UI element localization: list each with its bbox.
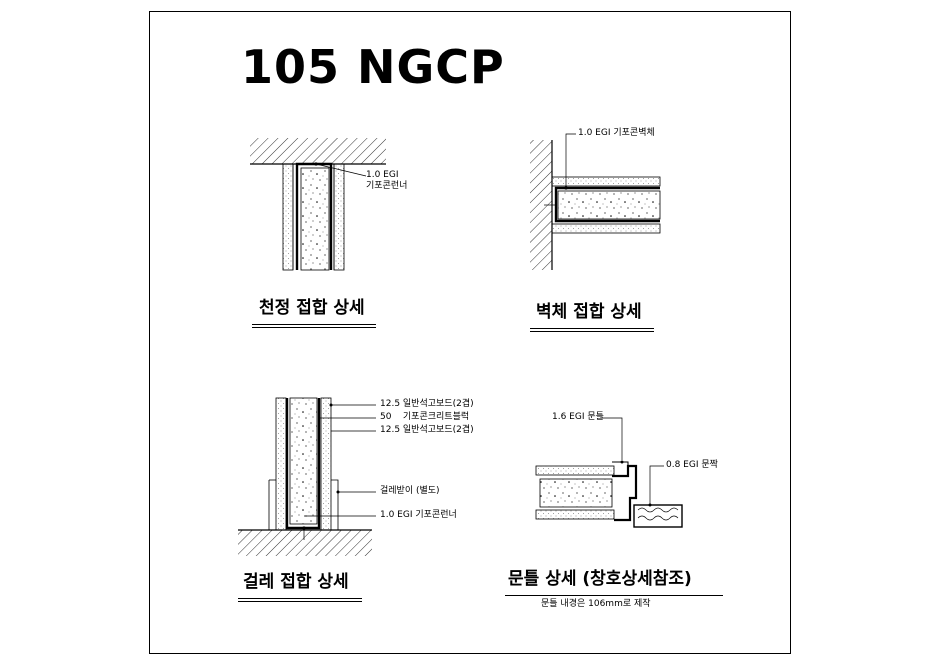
door-note-leaf: 0.8 EGI 문짝 xyxy=(666,460,718,470)
skirting-note-runner: 1.0 EGI 기포콘런너 xyxy=(380,510,457,520)
door-frame-subnote: 문틀 내경은 106mm로 제작 xyxy=(541,599,651,609)
caption-underline xyxy=(252,327,376,328)
wall-joint-detail xyxy=(530,133,661,270)
wall-note-egi: 1.0 EGI 기포콘벽체 xyxy=(578,128,655,138)
ceiling-note-egi: 1.0 EGI xyxy=(366,170,399,180)
caption-underline xyxy=(505,595,723,596)
skirting-note-base: 걸레받이 (별도) xyxy=(380,486,440,496)
caption-underline xyxy=(530,331,654,332)
ceiling-note-runner: 기포콘런너 xyxy=(366,181,408,191)
door-note-frame: 1.6 EGI 문틀 xyxy=(552,412,604,422)
caption-underline xyxy=(238,598,362,599)
caption-underline xyxy=(252,324,376,325)
drawing-title: 105 NGCP xyxy=(241,40,505,94)
caption-underline xyxy=(238,601,362,602)
skirting-joint-detail xyxy=(238,397,376,556)
ceiling-joint-detail xyxy=(250,138,386,271)
skirting-layer-1: 12.5 일반석고보드(2겹) xyxy=(380,399,474,409)
skirting-joint-caption: 걸레 접합 상세 xyxy=(243,572,349,592)
drawing-sheet-border xyxy=(149,11,791,654)
skirting-layer-2: 50 기포콘크리트블럭 xyxy=(380,412,470,422)
caption-underline xyxy=(530,328,654,329)
ceiling-joint-caption: 천정 접합 상세 xyxy=(259,298,365,318)
skirting-layer-3: 12.5 일반석고보드(2겹) xyxy=(380,425,474,435)
door-frame-detail xyxy=(535,417,683,528)
wall-joint-caption: 벽체 접합 상세 xyxy=(536,302,642,322)
door-frame-caption: 문틀 상세 (창호상세참조) xyxy=(508,569,692,589)
